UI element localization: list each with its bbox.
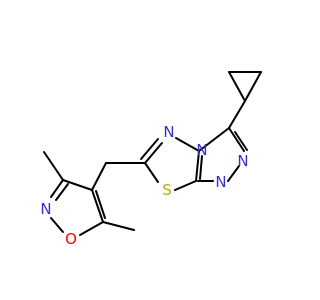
bond [79, 221, 104, 236]
bond [43, 151, 64, 181]
bond [175, 137, 200, 152]
atom-n-triazole-bottom: N [215, 173, 226, 191]
bond [228, 100, 246, 129]
bond [144, 142, 163, 164]
bond [91, 189, 104, 223]
bond [198, 127, 230, 152]
atom-s-thiadiazole: S [162, 181, 172, 199]
atom-o-isoxazole: O [65, 230, 77, 248]
bond [144, 162, 159, 183]
molecule-structure: N N N N S N O [40, 71, 262, 248]
atom-n-isoxazole: N [40, 200, 51, 218]
bond [140, 138, 159, 160]
bond [228, 71, 246, 102]
bond [228, 127, 245, 152]
bond [50, 217, 64, 233]
structure-diagram: N N N N S N O [40, 71, 262, 248]
bond [62, 179, 93, 191]
bond [227, 165, 240, 182]
atom-n-fused: N [196, 141, 207, 159]
bond [174, 180, 197, 191]
bond [199, 155, 203, 180]
bond [95, 190, 106, 219]
bond [234, 131, 248, 151]
atom-n-triazole-right: N [237, 152, 248, 170]
bond [195, 150, 200, 182]
bond [244, 71, 262, 102]
bond [55, 183, 69, 201]
bond [91, 162, 107, 191]
bond [102, 221, 135, 231]
atom-n-triazole-top: N [163, 123, 174, 141]
bond [50, 179, 64, 198]
